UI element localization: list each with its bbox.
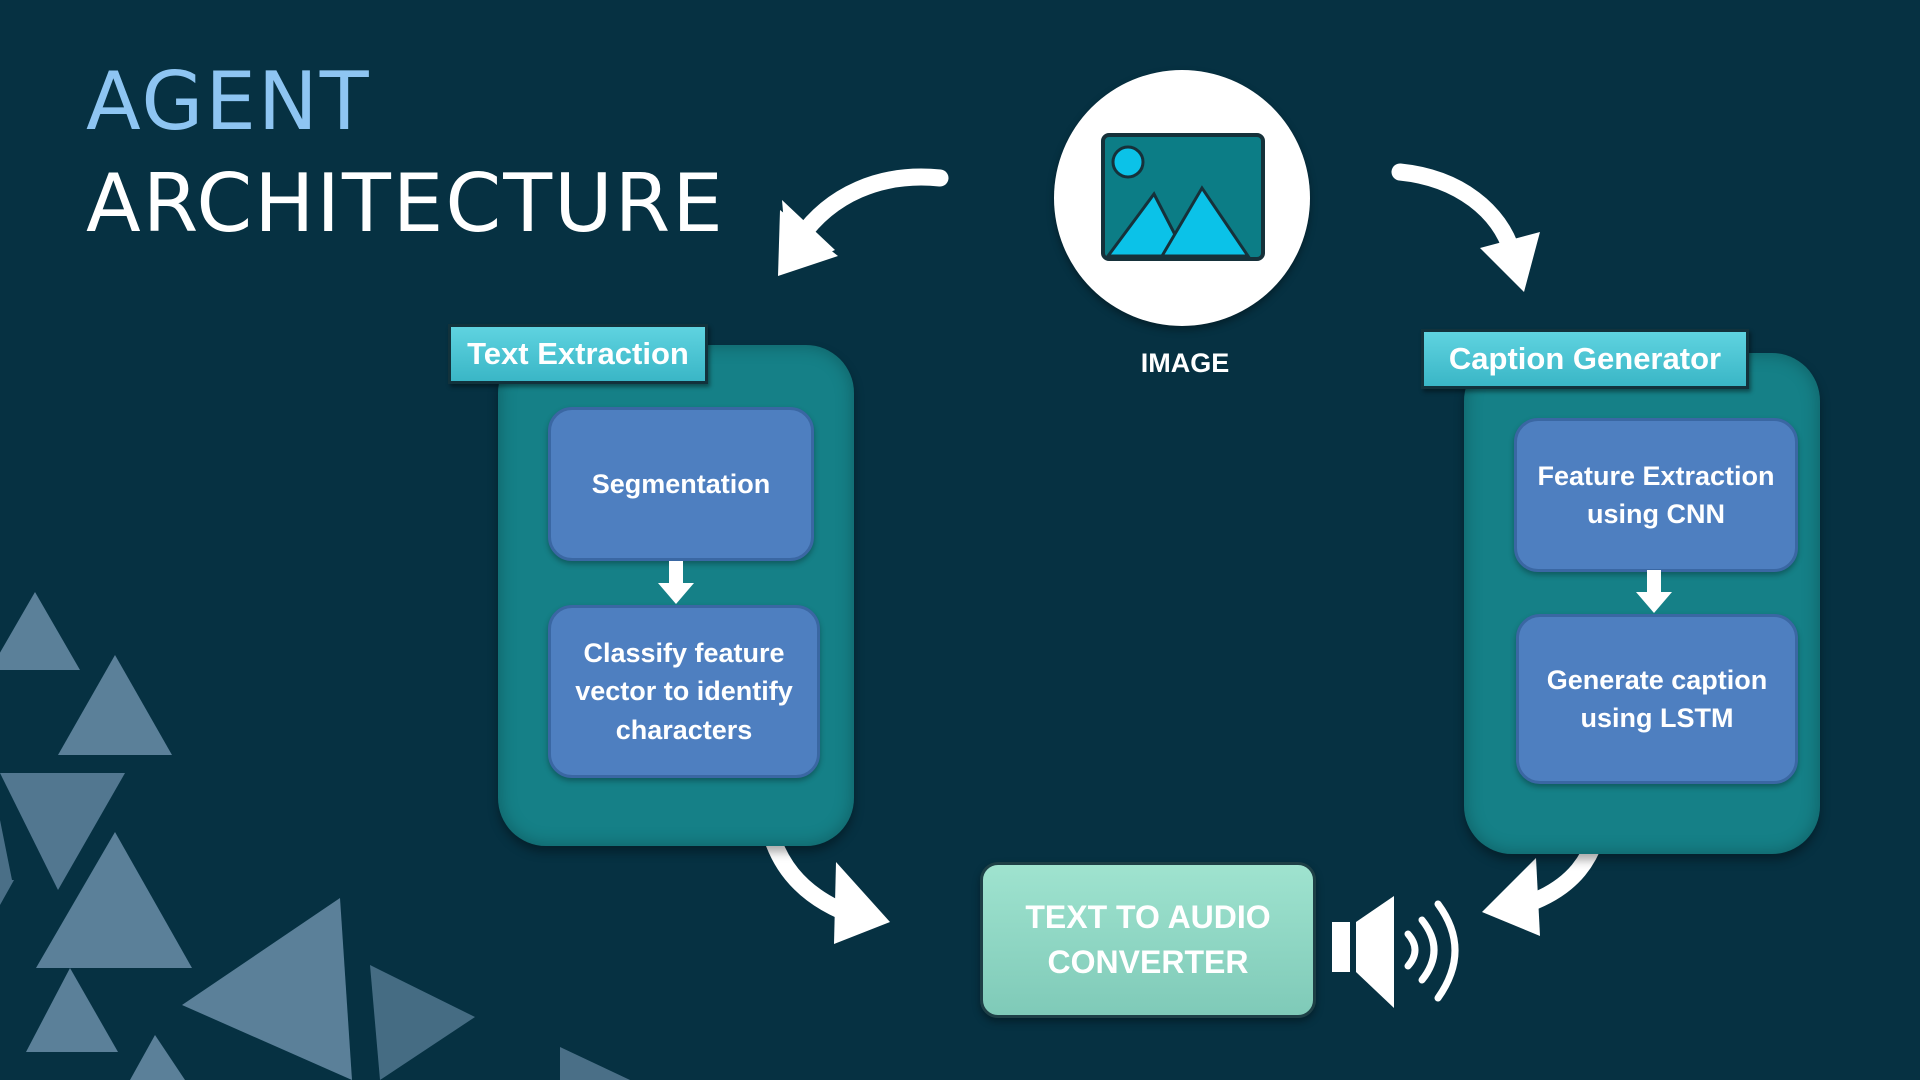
feature-extraction-step-text: Feature Extraction using CNN (1537, 460, 1775, 529)
generate-caption-step-text: Generate caption using LSTM (1546, 664, 1768, 733)
speaker-icon (1332, 896, 1459, 1008)
feature-extraction-step: Feature Extraction using CNN (1514, 418, 1798, 572)
image-icon (1101, 133, 1265, 261)
text-to-audio-converter: TEXT TO AUDIO CONVERTER (980, 862, 1316, 1018)
segmentation-step-text: Segmentation (591, 468, 771, 499)
arrow-image-to-text-extraction (791, 168, 949, 247)
title-agent: AGENT (86, 55, 371, 148)
classify-step: Classify feature vector to identify char… (548, 605, 820, 778)
generate-caption-step: Generate caption using LSTM (1516, 614, 1798, 784)
arrowhead-right-top (1480, 232, 1540, 292)
image-label: IMAGE (1140, 348, 1230, 378)
arrowhead-right-bottom (1482, 858, 1540, 936)
arrow-image-to-caption-generator (1391, 163, 1521, 261)
arrowhead-left-bottom (834, 862, 890, 944)
caption-generator-label: Caption Generator (1421, 329, 1749, 389)
arrowhead-left-top-tip (778, 210, 838, 276)
converter-text: TEXT TO AUDIO CONVERTER (1025, 899, 1271, 980)
classify-step-text: Classify feature vector to identify char… (575, 638, 793, 745)
segmentation-step: Segmentation (548, 407, 814, 561)
image-node (1054, 70, 1310, 326)
text-extraction-label: Text Extraction (448, 324, 708, 384)
down-arrow-icon (1636, 570, 1672, 613)
title-architecture: ARCHITECTURE (86, 157, 725, 250)
down-arrow-icon (658, 561, 694, 604)
